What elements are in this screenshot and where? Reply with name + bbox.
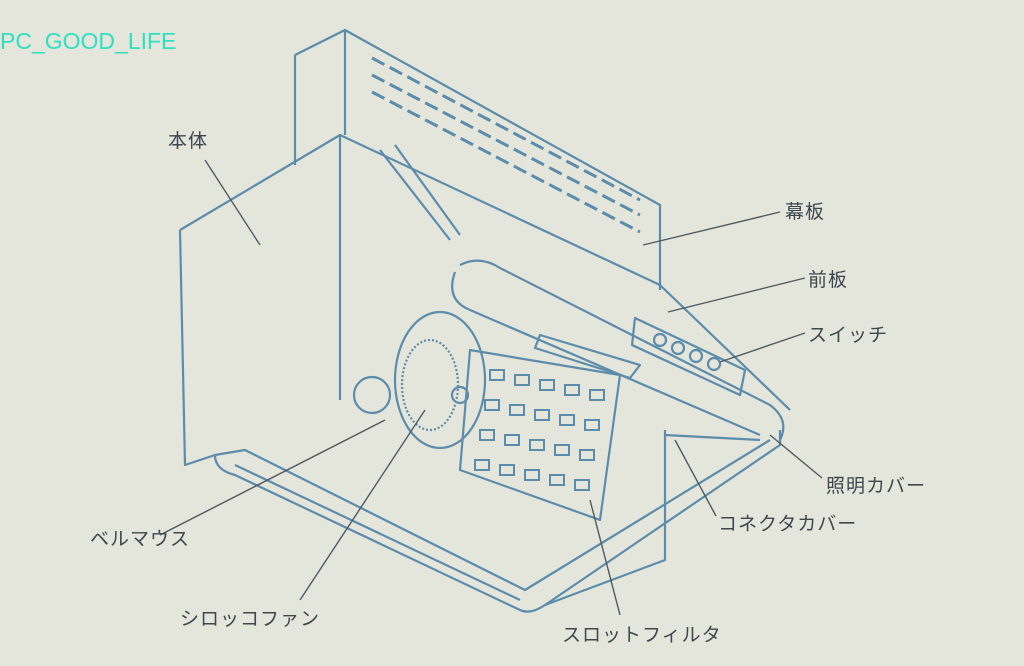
- label-connector-cover: コネクタカバー: [718, 513, 858, 535]
- bottom-tray: [213, 430, 782, 613]
- label-light-cover: 照明カバー: [826, 475, 927, 497]
- label-body: 本体: [168, 130, 209, 152]
- front-panel: [451, 259, 785, 441]
- label-bell-mouth: ベルマウス: [90, 528, 191, 550]
- hood-body: [178, 133, 791, 467]
- label-slot-filter: スロットフィルタ: [562, 624, 722, 646]
- curtain-panel: [293, 28, 662, 290]
- sirocco-fan: [352, 310, 487, 450]
- label-front-panel: 前板: [808, 269, 849, 291]
- label-sirocco-fan: シロッコファン: [180, 608, 321, 630]
- leader-lines: [159, 159, 823, 616]
- slot-filter: [458, 348, 622, 522]
- label-switch: スイッチ: [808, 324, 889, 346]
- label-curtain-panel: 幕板: [785, 201, 826, 223]
- watermark: PC_GOOD_LIFE: [0, 28, 177, 54]
